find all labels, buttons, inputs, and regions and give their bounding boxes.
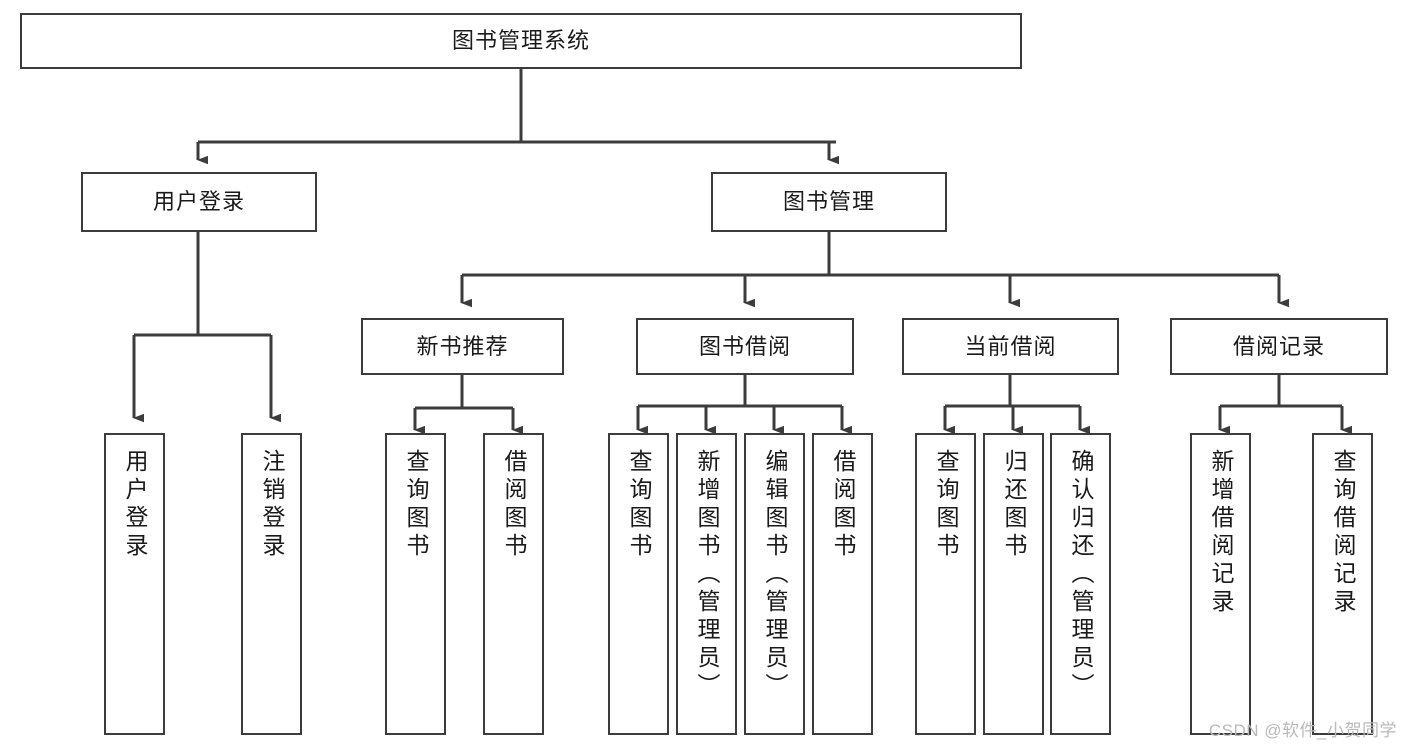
node-book-borrow[interactable]: 图书借阅 — [636, 318, 854, 375]
leaf-label: 确认归还（管理员） — [1068, 449, 1094, 701]
node-borrow-record-label: 借阅记录 — [1232, 333, 1325, 359]
leaf-label: 新增图书（管理员） — [694, 449, 720, 701]
leaf-book-borrow-borrow[interactable]: 借阅图书 — [812, 433, 873, 735]
leaf-label: 查询借阅记录 — [1330, 449, 1356, 617]
leaf-borrow-record-add[interactable]: 新增借阅记录 — [1190, 433, 1251, 735]
leaf-label: 用户登录 — [122, 449, 148, 561]
node-root-label: 图书管理系统 — [451, 28, 590, 54]
leaf-current-borrow-confirm-return[interactable]: 确认归还（管理员） — [1050, 433, 1111, 735]
node-new-book-recommend-label: 新书推荐 — [416, 333, 509, 359]
node-user-login[interactable]: 用户登录 — [81, 172, 317, 232]
leaf-label: 借阅图书 — [830, 449, 856, 561]
node-borrow-record[interactable]: 借阅记录 — [1170, 318, 1388, 375]
leaf-label: 借阅图书 — [501, 449, 527, 561]
leaf-book-borrow-add[interactable]: 新增图书（管理员） — [676, 433, 737, 735]
leaf-user-login-login[interactable]: 用户登录 — [104, 433, 165, 735]
node-root[interactable]: 图书管理系统 — [20, 13, 1022, 69]
node-book-management-label: 图书管理 — [782, 189, 875, 215]
leaf-label: 新增借阅记录 — [1208, 449, 1234, 617]
node-current-borrow-label: 当前借阅 — [964, 333, 1057, 359]
leaf-label: 编辑图书（管理员） — [762, 449, 788, 701]
leaf-user-login-logout[interactable]: 注销登录 — [241, 433, 302, 735]
leaf-label: 注销登录 — [259, 449, 285, 561]
leaf-book-borrow-query[interactable]: 查询图书 — [608, 433, 669, 735]
node-new-book-recommend[interactable]: 新书推荐 — [361, 318, 564, 375]
node-book-borrow-label: 图书借阅 — [698, 333, 791, 359]
node-book-management[interactable]: 图书管理 — [711, 172, 947, 232]
leaf-borrow-record-query[interactable]: 查询借阅记录 — [1312, 433, 1373, 735]
leaf-new-book-borrow[interactable]: 借阅图书 — [483, 433, 544, 735]
leaf-new-book-query[interactable]: 查询图书 — [385, 433, 446, 735]
node-user-login-label: 用户登录 — [152, 189, 245, 215]
leaf-label: 查询图书 — [626, 449, 652, 561]
leaf-label: 查询图书 — [933, 449, 959, 561]
leaf-book-borrow-edit[interactable]: 编辑图书（管理员） — [744, 433, 805, 735]
leaf-label: 查询图书 — [403, 449, 429, 561]
node-current-borrow[interactable]: 当前借阅 — [902, 318, 1119, 375]
leaf-current-borrow-return[interactable]: 归还图书 — [983, 433, 1044, 735]
leaf-current-borrow-query[interactable]: 查询图书 — [915, 433, 976, 735]
leaf-label: 归还图书 — [1001, 449, 1027, 561]
